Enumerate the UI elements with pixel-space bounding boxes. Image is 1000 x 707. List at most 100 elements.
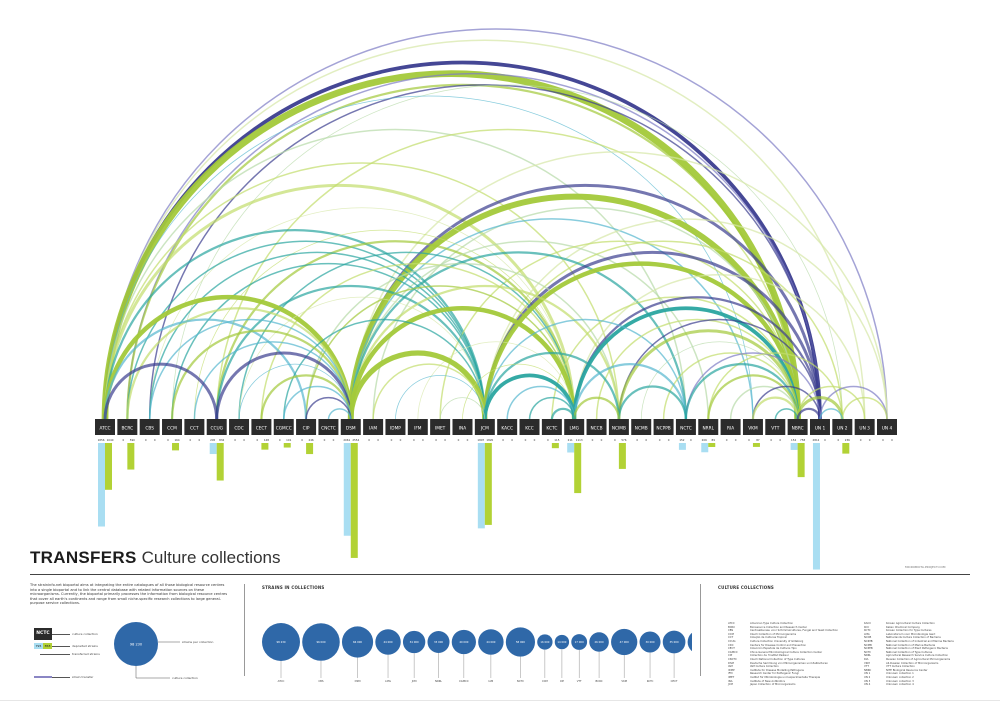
collection-code: RIA [864, 657, 869, 661]
collection-row: IAM IAM Culture Collection [728, 665, 838, 669]
strain-bubble-value: 47 000 [620, 640, 629, 644]
collection-name: NITE Biological Resource Center [886, 668, 928, 672]
collection-code: JCM [728, 683, 733, 687]
collection-code: NBRC [864, 668, 872, 672]
deposited-value: 0 [882, 438, 884, 442]
transfer-arc [215, 240, 576, 421]
collection-name: Unknown collection 3 [886, 679, 914, 683]
transfer-arc [305, 397, 352, 421]
deposited-value: 0 [234, 438, 236, 442]
collection-code: CCT [728, 636, 734, 640]
transferred-value: 0 [400, 438, 402, 442]
legend-bubble: 98 230 strains per collection culture co… [114, 622, 213, 680]
collection-label: NCPPB [656, 426, 670, 432]
strain-bubble [451, 629, 476, 655]
transfer-arc [482, 261, 800, 421]
strain-bubble-label: CECT [671, 679, 678, 683]
transfer-arc [347, 193, 801, 421]
collection-name: Institut für Mikrobiologie und experimen… [750, 675, 821, 679]
deposited-bar [790, 443, 798, 450]
transfer-arc [104, 28, 888, 421]
transfer-arc [528, 396, 575, 421]
transferred-value: 0 [645, 438, 647, 442]
transferred-value: 0 [779, 438, 781, 442]
deposited-value: 0 [458, 438, 460, 442]
strain-bubble-value: 44 000 [383, 640, 392, 644]
strain-bubble-label: KCTC [647, 679, 654, 683]
collection-name: Korean Agricultural Culture Collection [886, 622, 935, 625]
transferred-value: 246 [309, 438, 314, 442]
transfer-arcs [101, 28, 888, 421]
collection-name: Czech National Collection of Type Cultur… [750, 657, 805, 661]
transfer-arc [617, 385, 688, 421]
collection-label-bg [608, 419, 629, 435]
strain-bubble [302, 623, 340, 661]
transferred-value: 164 [174, 438, 179, 442]
collection-code: CECT [728, 647, 735, 651]
collection-label: UN 1 [815, 426, 826, 432]
transfer-arc [707, 374, 799, 421]
transfer-arc [170, 329, 352, 421]
strain-bubble-label: LMG [385, 679, 391, 683]
collection-name: Collection de l'Institut Pasteur [750, 654, 789, 658]
transfer-arc [372, 363, 486, 421]
deposited-value: 0 [592, 438, 594, 442]
collection-label-bg [765, 419, 786, 435]
collection-code: DSM [728, 661, 734, 665]
deposited-value: 154 [791, 438, 796, 442]
transferred-value: 0 [601, 438, 603, 442]
strain-bubble [554, 634, 570, 650]
collection-label: UN 4 [882, 426, 893, 432]
strain-bubble-value: 35 000 [670, 640, 679, 644]
collection-label: ATCC [100, 426, 111, 432]
collection-code: UN 3 [864, 679, 871, 683]
strain-bubble-label: DSM [355, 679, 361, 683]
transfer-arc [282, 385, 352, 421]
collection-label: CCM [167, 426, 177, 432]
collection-name: Unknown collection 2 [886, 675, 914, 679]
deposited-value: 152 [679, 438, 684, 442]
transferred-value: 0 [534, 438, 536, 442]
transferred-value: 115 [554, 438, 559, 442]
transferred-bar [574, 443, 582, 494]
collection-name: IAM Culture Collection [750, 665, 779, 669]
collection-label-bg [139, 419, 160, 435]
strain-bubble-label: CGMCC [459, 679, 469, 683]
strain-bubble [478, 629, 504, 655]
transfer-arc [238, 363, 352, 421]
strain-bubble-label: JCM [411, 679, 417, 683]
collection-code: NCPPB [864, 647, 873, 651]
transferred-value: 1040 [107, 438, 114, 442]
collection-code: IFM [728, 672, 733, 676]
transferred-value: 576 [621, 438, 626, 442]
deposited-value: 2812 [813, 438, 820, 442]
transfer-arc [484, 319, 687, 421]
transfer-arc [260, 262, 575, 421]
transferred-value: 0 [243, 438, 245, 442]
transfer-arc [350, 240, 710, 421]
transferred-value: 1113 [576, 438, 583, 442]
collection-code: NRRL [864, 654, 871, 658]
strain-bubble-label: IAM [489, 679, 494, 683]
strain-bubble [341, 626, 374, 658]
transfer-arc [506, 385, 575, 421]
transfer-arc [282, 318, 486, 421]
collection-code: IAM [728, 665, 733, 669]
deposited-value: 211 [568, 438, 573, 442]
strain-bubble-value: 66 000 [353, 640, 362, 644]
transfer-arc [215, 284, 486, 421]
deposited-value: 0 [659, 438, 661, 442]
strain-bubble [639, 631, 661, 653]
deposited-value: 0 [368, 438, 370, 442]
transfer-arc [752, 385, 821, 421]
collection-name: Unknown collection 4 [886, 683, 914, 687]
collection-label-bg [653, 419, 674, 435]
transferred-value: 0 [668, 438, 670, 442]
transferred-value: 236 [845, 438, 850, 442]
